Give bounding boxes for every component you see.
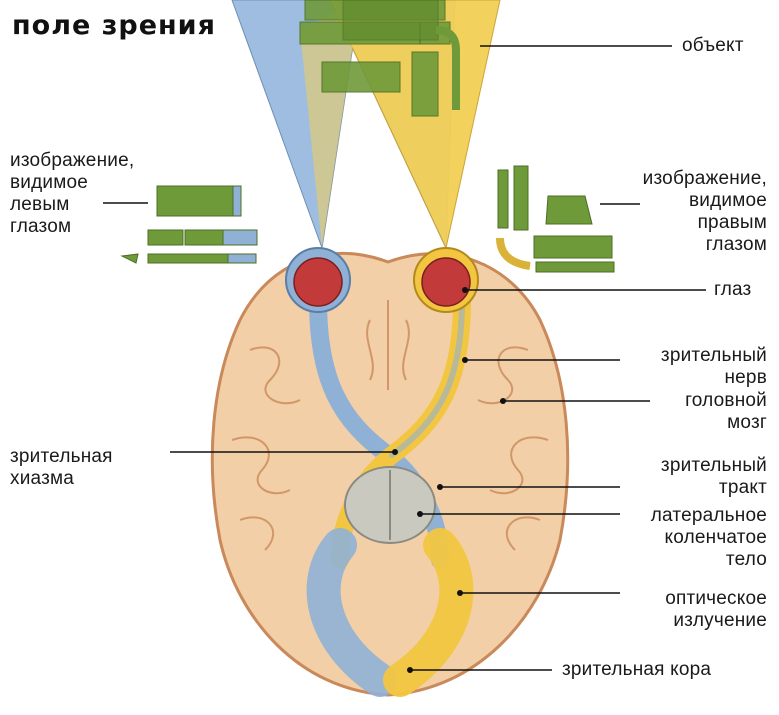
label-brain: головной мозг (685, 390, 767, 433)
optic-radiation-left (306, 528, 397, 697)
label-right-image: изображение, видимое правым глазом (642, 168, 767, 255)
label-eye: глаз (714, 279, 752, 300)
label-object: объект (682, 35, 744, 56)
label-optic-radiation: оптическое излучение (665, 588, 767, 631)
right-eye-image (496, 165, 615, 273)
label-lgn: латеральное коленчатое тело (650, 505, 767, 570)
left-eye-image (120, 185, 258, 264)
label-optic-nerve: зрительный нерв (660, 345, 767, 388)
diagram-title: поле зрения (12, 10, 216, 41)
leader-lines (103, 45, 706, 671)
optic-radiation-right (383, 528, 474, 697)
label-chiasm: зрительная хиазма (10, 446, 113, 489)
left-eye (285, 247, 351, 313)
brain-gyri (231, 300, 549, 551)
right-eye (413, 247, 479, 313)
label-visual-cortex: зрительная кора (562, 659, 712, 680)
label-left-image: изображение, видимое левым глазом (10, 150, 135, 237)
leader-dots (392, 287, 506, 673)
label-optic-tract: зрительный тракт (660, 455, 767, 498)
